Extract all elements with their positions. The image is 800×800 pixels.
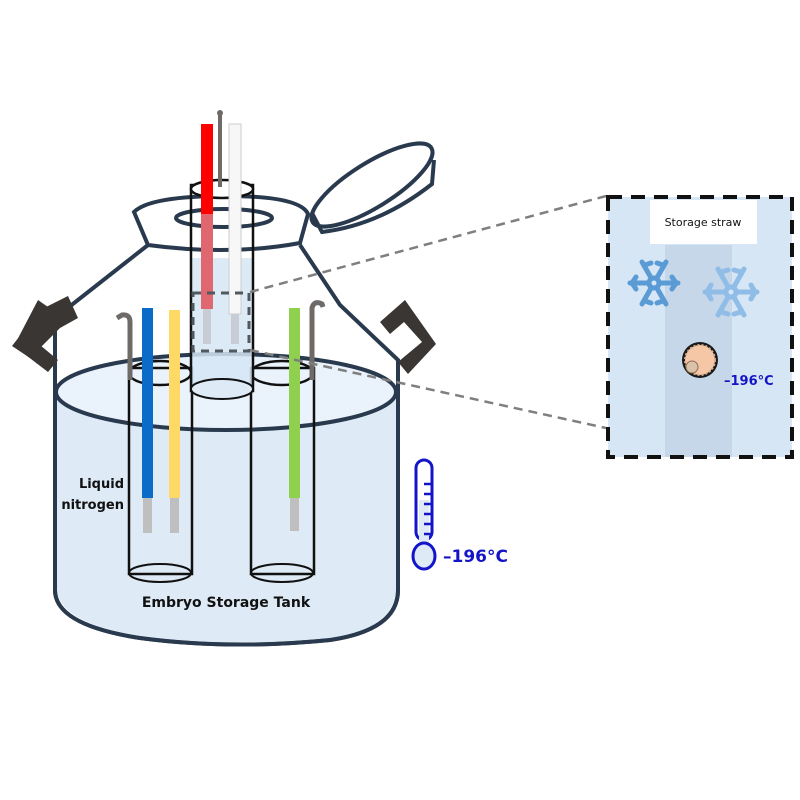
left-handle-shape [14,300,58,372]
hook-right [309,300,326,380]
inset-temperature: –196°C [724,374,774,389]
thermo-probe-tip [217,110,223,116]
straw-yellow-tip [170,498,179,533]
zoom-connector-top [249,194,607,294]
tank-lid [309,141,436,240]
tank-lower-outline [53,392,400,647]
inset-straw-label: Storage straw [665,216,742,229]
straw-yellow [169,310,180,498]
hook-left [115,312,133,380]
straw-blue [142,308,153,498]
thermometer-temperature: –196°C [443,547,508,567]
straw-red [201,124,213,214]
snowflake-icon-light [702,266,760,318]
liquid-nitrogen-label-line2: nitrogen [61,498,124,513]
inset-straw-label-box [650,200,757,244]
thermo-probe-rod [218,112,222,187]
liquid-nitrogen-label-line1: Liquid [79,477,124,492]
straw-red-tip [203,309,211,344]
straw-green-tip [290,498,299,531]
embryo-cell-icon [682,342,718,378]
tank-neck-opening [174,207,274,229]
straw-green [289,308,300,498]
thermometer-icon [411,458,437,571]
tank-title: Embryo Storage Tank [142,595,311,611]
straw-red-submerged [201,214,213,309]
right-handle-shape [380,300,436,374]
straw-white-tip [231,314,239,344]
zoom-connector-bottom [249,348,607,430]
zoom-region-marker [191,291,251,353]
straw-blue-tip [143,498,152,533]
zoom-inset [606,195,794,459]
snowflake-icon [627,259,681,307]
straw-white [228,123,242,315]
